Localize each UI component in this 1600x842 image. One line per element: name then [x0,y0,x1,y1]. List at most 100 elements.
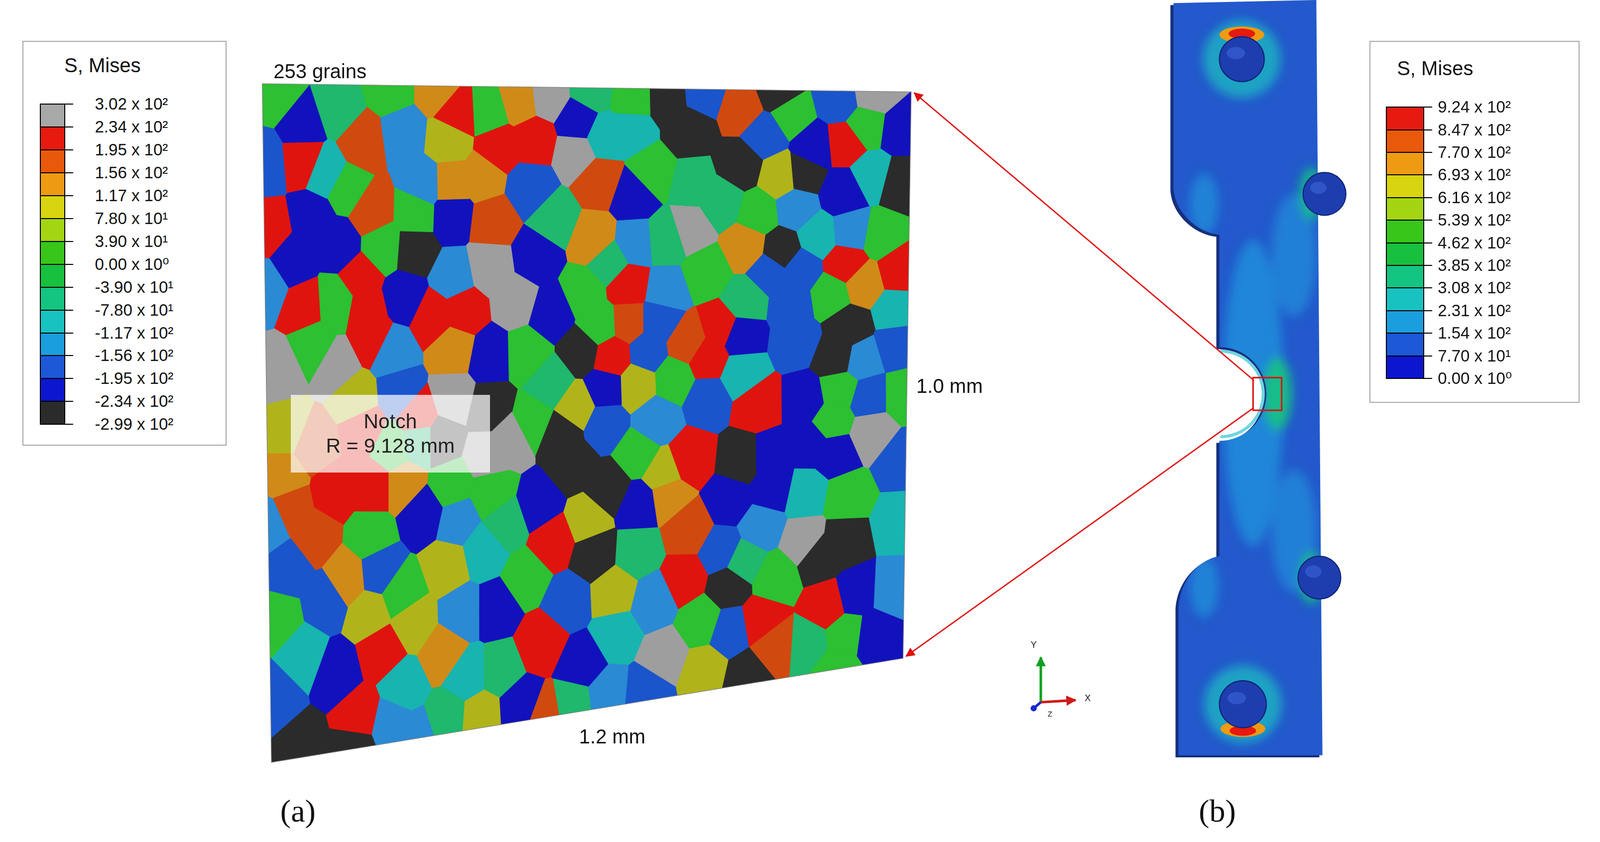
legend-swatch [39,378,66,402]
grain [714,426,757,485]
grain [763,225,802,268]
legend-swatch [1385,356,1425,379]
legend-value: 0.00 x 10⁰ [1437,369,1512,388]
grain [719,273,769,321]
grain [361,221,400,278]
legend-tick [39,309,74,311]
grain [469,193,524,246]
grain [262,83,310,128]
panel-letter: (b) [1198,792,1236,830]
legend-swatch [39,104,66,127]
grain [659,494,715,555]
legend-tick [1385,106,1433,108]
legend-tick [39,195,74,197]
grain [271,621,330,696]
grain [877,240,910,291]
grain-mesh [262,83,912,763]
grain [396,231,443,279]
legend-value: 3.08 x 10² [1437,278,1511,298]
legend-tick [1385,332,1433,334]
grain [610,88,650,116]
axis-triad [1030,657,1076,712]
legend-swatch [39,355,66,379]
grain [437,580,480,644]
grain [641,444,681,490]
legend-tick [39,286,74,288]
grain [594,336,631,376]
grain [717,222,766,274]
grain [822,245,869,283]
grain [498,86,536,126]
legend-tick [1385,355,1433,357]
grain-panel-outline [262,83,912,763]
specimen [1170,0,1346,758]
grain [528,279,576,346]
grain [818,167,869,217]
grain [433,86,475,137]
legend-swatch [1385,197,1425,221]
grain [551,627,609,687]
grain [574,298,615,346]
legend-tick [1385,151,1433,153]
legend-tick [1385,310,1433,312]
grain [812,403,856,439]
legend-tick [1385,287,1433,289]
legend-title: S, Mises [1396,56,1474,80]
grain [660,106,722,159]
legend-value: 7.70 x 10¹ [1437,346,1511,366]
grain [568,157,624,212]
legend-swatch [1385,265,1425,288]
legend-tick [39,263,74,265]
grain [587,109,622,161]
grain [630,568,679,635]
grain [446,286,492,336]
grain [409,286,450,352]
grain [765,283,814,329]
grain [856,608,904,665]
grain [264,258,289,331]
grain [789,612,828,677]
grain [441,640,484,701]
legend-tick [39,103,74,105]
axis-label: Y [1030,639,1037,651]
legend-value: 9.24 x 10² [1437,97,1511,117]
grain [285,321,337,384]
grain [479,576,525,644]
legend-tick [1385,377,1433,379]
legend-title: S, Mises [64,53,141,77]
grain [335,107,388,175]
grain [819,371,859,408]
legend-swatch [39,333,66,357]
grain [583,455,632,519]
zoom-leader [906,408,1254,657]
notch-label: R = 9.128 mm [325,433,455,459]
grain [382,552,430,619]
legend-swatch [39,310,66,334]
grain [724,317,770,356]
grain [756,90,806,113]
legend-swatch [39,195,66,219]
legend-swatch [39,241,66,265]
legend-value: 8.47 x 10² [1437,120,1511,140]
legend-value: 4.62 x 10² [1437,233,1511,253]
legend-swatch [39,287,66,311]
grain [809,333,853,377]
legend-swatch [1385,152,1425,175]
legend-tick [39,149,74,151]
grain-count: 253 grains [273,59,367,83]
grain [749,613,794,680]
grain [491,412,535,475]
grain [630,395,686,447]
legend-value: 3.90 x 10¹ [95,232,169,251]
grain [797,532,843,588]
legend-value: 6.16 x 10² [1437,188,1511,208]
notch-label-box: NotchR = 9.128 mm [290,394,491,473]
grain [720,352,775,402]
legend-swatch [39,401,66,425]
legend-value: 2.31 x 10² [1437,301,1511,321]
grain [625,661,678,705]
notch-surface [1220,351,1264,437]
axis-label: X [1084,692,1091,704]
legend-value: -1.95 x 10² [95,369,174,388]
